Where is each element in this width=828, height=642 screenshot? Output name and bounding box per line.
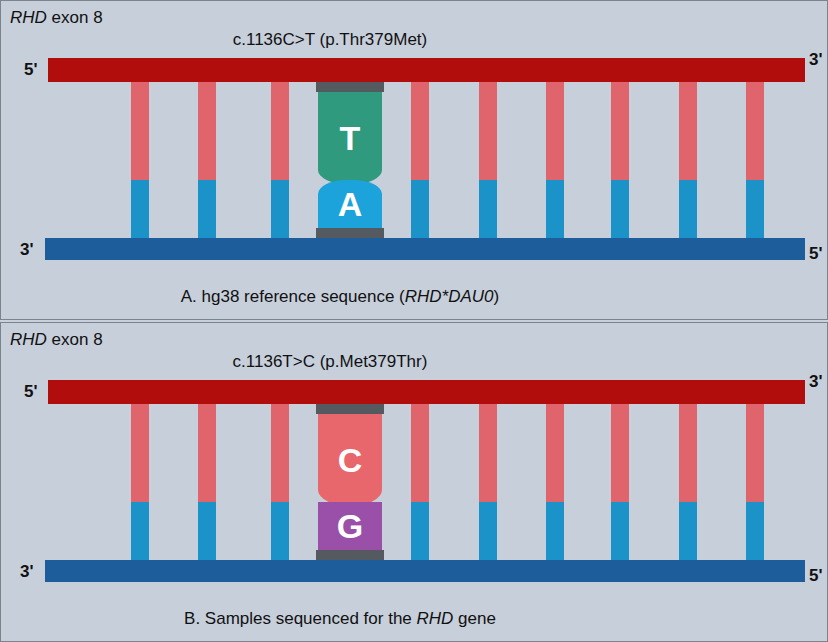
- nucleotide-block: T: [318, 92, 382, 184]
- panel-caption: A. hg38 reference sequence (RHD*DAU0): [181, 287, 499, 307]
- base-letter: A: [338, 185, 363, 224]
- base-letter: G: [337, 507, 363, 546]
- strand-end-label: 5': [24, 382, 38, 402]
- base-cap: [316, 550, 384, 560]
- base-pair-rung: [411, 402, 429, 562]
- antisense-strand: [45, 560, 805, 582]
- base-pair-rung: [131, 80, 149, 240]
- antisense-strand: [45, 238, 805, 260]
- base-pair-rung: [198, 402, 216, 562]
- panel-caption: B. Samples sequenced for the RHD gene: [184, 609, 496, 629]
- base-cap: [316, 228, 384, 238]
- base-pair-rung: [746, 402, 764, 562]
- panel-art: [1, 323, 828, 642]
- strand-end-label: 3': [20, 240, 34, 260]
- base-pair-rung: [411, 80, 429, 240]
- sense-strand: [48, 380, 805, 404]
- panel-ground: [1, 323, 828, 642]
- base-pair-rung: [746, 80, 764, 240]
- base-pair-rung: [271, 402, 289, 562]
- sequence-panel: RHD exon 8 c.1136C>T (p.Thr379Met) A. hg38…: [0, 0, 828, 320]
- exon-title: RHD exon 8: [10, 8, 103, 28]
- base-letter: C: [338, 441, 363, 480]
- base-pair-rung: [546, 80, 564, 240]
- base-pair-rung: [131, 402, 149, 562]
- base-pair-rung: [479, 402, 497, 562]
- variant-label: c.1136T>C (p.Met379Thr): [233, 352, 428, 372]
- base-cap: [316, 82, 384, 92]
- strand-end-label: 3': [809, 372, 823, 392]
- base-pair-rung: [611, 80, 629, 240]
- nucleotide-block: A: [318, 180, 382, 228]
- base-letter: T: [340, 119, 361, 158]
- strand-end-label: 5': [809, 244, 823, 264]
- base-pair-rung: [271, 80, 289, 240]
- nucleotide-block: G: [318, 502, 382, 550]
- panel-art: [1, 1, 828, 320]
- strand-end-label: 5': [24, 60, 38, 80]
- strand-end-label: 5': [809, 566, 823, 586]
- sense-strand: [48, 58, 805, 82]
- exon-title: RHD exon 8: [10, 330, 103, 350]
- base-pair-rung: [198, 80, 216, 240]
- sequence-panel: RHD exon 8 c.1136T>C (p.Met379Thr) B. Samp…: [0, 322, 828, 642]
- base-cap: [316, 404, 384, 414]
- base-pair-rung: [679, 402, 697, 562]
- strand-end-label: 3': [20, 562, 34, 582]
- base-pair-rung: [679, 80, 697, 240]
- base-pair-rung: [611, 402, 629, 562]
- base-pair-rung: [546, 402, 564, 562]
- base-pair-rung: [479, 80, 497, 240]
- variant-label: c.1136C>T (p.Thr379Met): [233, 30, 428, 50]
- strand-end-label: 3': [809, 50, 823, 70]
- panel-ground: [1, 1, 828, 320]
- nucleotide-block: C: [318, 414, 382, 506]
